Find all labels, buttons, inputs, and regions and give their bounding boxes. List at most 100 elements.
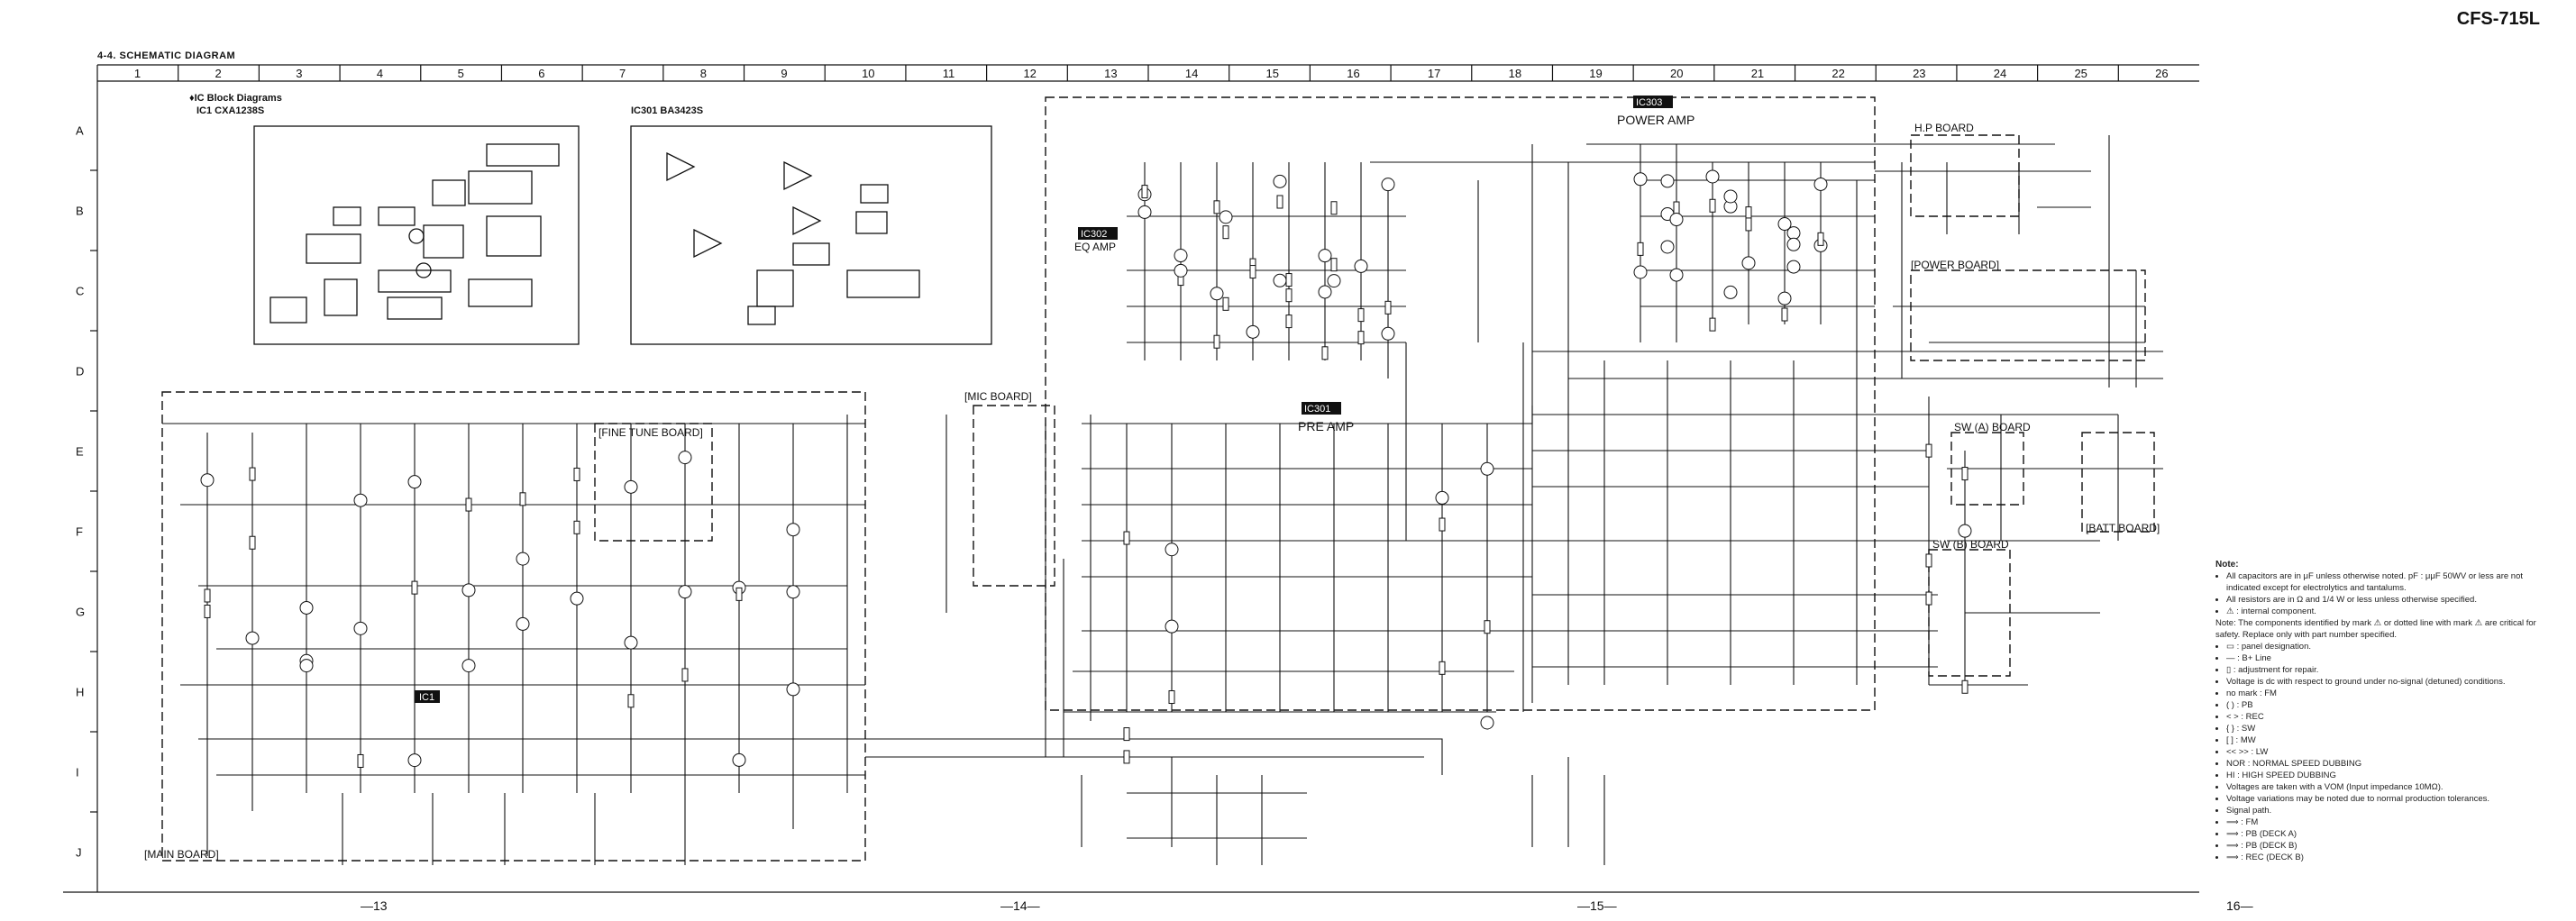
resistor-symbol (1276, 195, 1283, 209)
resistor-symbol (1213, 200, 1220, 214)
grid-row-label: B (76, 205, 84, 218)
mic-board-label: [MIC BOARD] (964, 390, 1032, 403)
transistor-symbol (407, 475, 422, 489)
note-item: All resistors are in Ω and 1/4 W or less… (2226, 594, 2558, 606)
resistor-symbol (1330, 258, 1338, 272)
notes-title: Note: (2215, 560, 2239, 570)
transistor-symbol (1723, 285, 1738, 299)
resistor-symbol (1357, 308, 1365, 323)
resistor-symbol (1123, 750, 1130, 764)
page-number-14: —14— (1000, 898, 1040, 913)
grid-column-label: 3 (296, 67, 302, 80)
legend-item: { } : SW (2226, 723, 2558, 734)
resistor-symbol (1222, 225, 1229, 240)
resistor-symbol (573, 520, 580, 534)
transistor-symbol (1381, 326, 1395, 341)
grid-column-label: 5 (458, 67, 464, 80)
grid-column-label: 24 (1994, 67, 2006, 80)
resistor-symbol (1709, 198, 1716, 213)
resistor-symbol (1213, 334, 1220, 349)
resistor-symbol (1285, 288, 1293, 303)
grid-column-label: 10 (862, 67, 874, 80)
schematic-traces (162, 135, 2163, 865)
resistor-symbol (1285, 273, 1293, 287)
transistor-symbol (678, 451, 692, 465)
grid-row-label: E (76, 445, 84, 459)
legend-item: ▭ : panel designation. (2226, 641, 2558, 652)
grid-row-label: I (76, 766, 79, 780)
transistor-symbol (1273, 273, 1287, 287)
legend-item: << >> : LW (2226, 746, 2558, 758)
ic301-block (630, 125, 992, 345)
resistor-symbol (1925, 553, 1932, 568)
main-board-label: [MAIN BOARD] (144, 848, 219, 861)
grid-column-label: 22 (1832, 67, 1844, 80)
legend-item: Voltage is dc with respect to ground und… (2226, 676, 2558, 688)
transistor-symbol (1480, 461, 1494, 476)
transistor-symbol (299, 659, 314, 673)
grid-row-label: J (76, 846, 82, 860)
resistor-symbol (465, 497, 472, 512)
transistor-symbol (678, 585, 692, 599)
ic303-tag: IC303 (1636, 97, 1662, 108)
page-number-15: —15— (1577, 898, 1617, 913)
transistor-symbol (299, 600, 314, 615)
resistor-symbol (1357, 331, 1365, 345)
transistor-symbol (1165, 619, 1179, 634)
power-board-label: [POWER BOARD] (1911, 259, 1999, 271)
grid-ruler (63, 64, 2199, 893)
hp-board-label: H.P BOARD (1914, 122, 1974, 134)
grid-column-label: 14 (1185, 67, 1198, 80)
legend-item: Signal path. (2226, 805, 2558, 816)
safety-note: Note: The components identified by mark … (2215, 618, 2536, 640)
grid-column-label: 2 (215, 67, 222, 80)
grid-column-label: 1 (134, 67, 141, 80)
grid-column-label: 11 (943, 67, 955, 80)
transistor-symbol (1210, 287, 1224, 301)
page-number-16: 16— (2226, 898, 2253, 913)
resistor-symbol (1141, 185, 1148, 199)
transistor-symbol (353, 621, 368, 635)
ic-tags: IC302 EQ AMP IC303 POWER AMP IC301 PRE A… (415, 96, 1694, 703)
legend-item: ⟹ : FM (2226, 816, 2558, 828)
resistor-symbol (681, 668, 689, 682)
transistor-symbol (1660, 174, 1675, 188)
transistor-symbol (245, 631, 260, 645)
transistor-symbol (1318, 285, 1332, 299)
resistor-symbol (1745, 217, 1752, 232)
resistor-symbol (1123, 727, 1130, 742)
grid-column-label: 23 (1913, 67, 1925, 80)
grid-column-label: 7 (619, 67, 626, 80)
sw-b-board-label: SW (B) BOARD (1932, 538, 2009, 551)
resistor-symbol (1637, 242, 1644, 256)
transistor-symbol (1435, 490, 1449, 505)
legend-item: — : B+ Line (2226, 652, 2558, 664)
legend-item: ⟹ : REC (DECK B) (2226, 852, 2558, 863)
page-numbers: —13 —14— —15— 16— (361, 898, 2253, 913)
transistor-symbol (786, 585, 800, 599)
transistor-symbol (1381, 178, 1395, 192)
transistor-symbol (1660, 240, 1675, 254)
notes-list: All capacitors are in μF unless otherwis… (2215, 570, 2558, 617)
transistor-symbol (1174, 249, 1188, 263)
fine-tune-board-label: [FINE TUNE BOARD] (598, 426, 703, 439)
resistor-symbol (1961, 467, 1969, 481)
grid-row-label: A (76, 124, 84, 138)
grid-column-label: 17 (1428, 67, 1440, 80)
resistor-symbol (1321, 346, 1329, 360)
transistor-symbol (1741, 256, 1756, 270)
resistor-symbol (1484, 620, 1491, 634)
grid-column-label: 9 (781, 67, 787, 80)
legend-item: [ ] : MW (2226, 734, 2558, 746)
board-outlines (161, 96, 2155, 862)
transistor-symbol (624, 479, 638, 494)
legend-item: < > : REC (2226, 711, 2558, 723)
legend-item: ( ) : PB (2226, 699, 2558, 711)
resistor-symbol (1817, 232, 1824, 246)
transistor-symbol (1786, 237, 1801, 251)
note-item: All capacitors are in μF unless otherwis… (2226, 570, 2558, 594)
ic301-block-label: IC301 BA3423S (631, 105, 703, 116)
ic1-block (253, 125, 580, 345)
